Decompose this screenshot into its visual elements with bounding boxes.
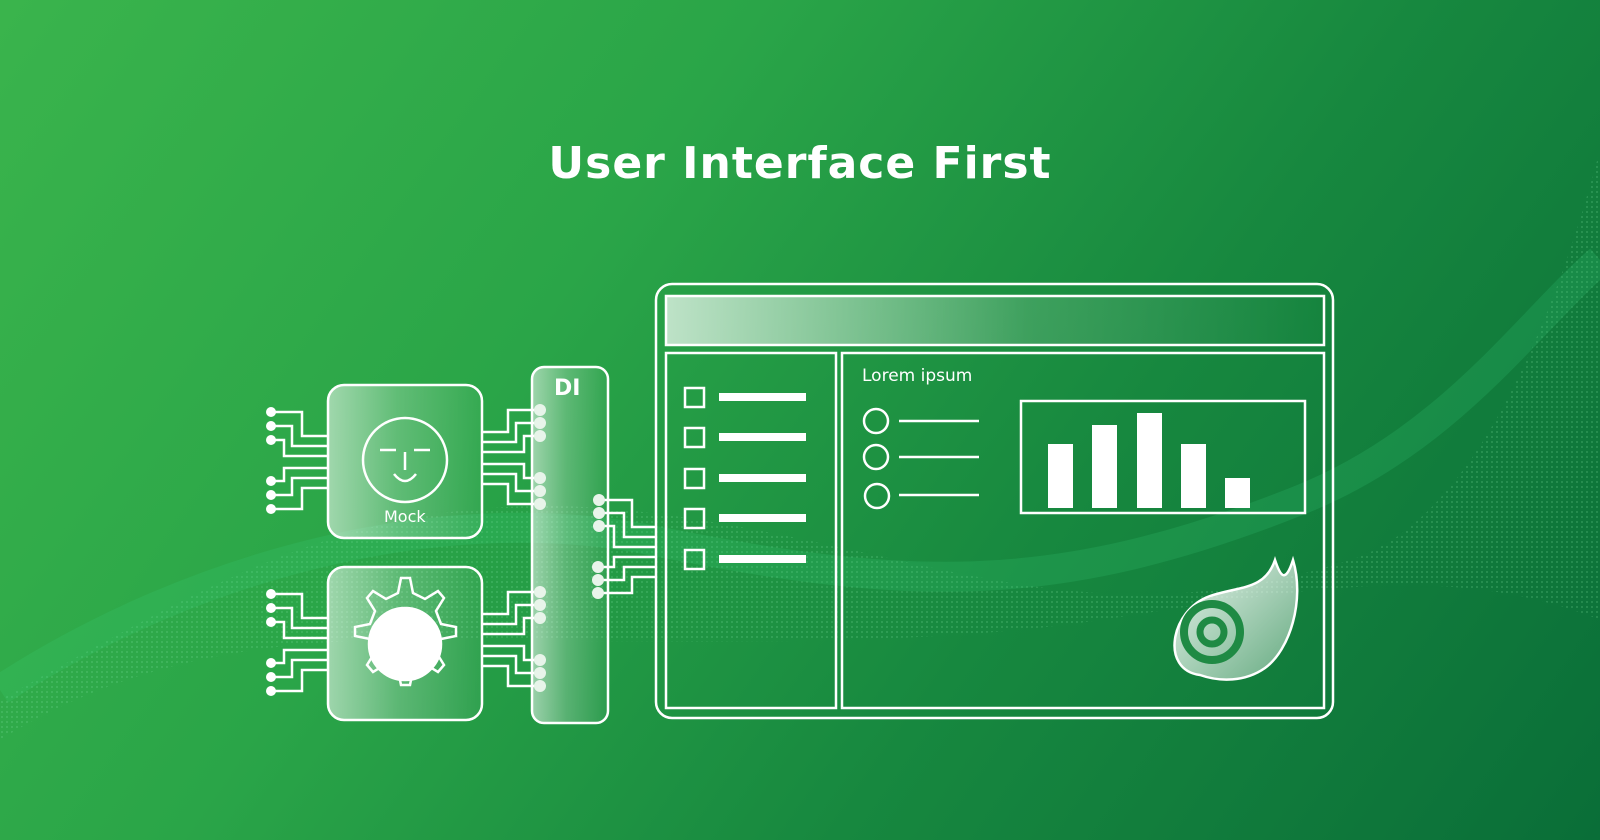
bar-4 (1181, 444, 1206, 508)
di-dots (534, 404, 605, 692)
chart-frame (1019, 399, 1307, 515)
bar-5 (1225, 478, 1250, 508)
content-heading: Lorem ipsum (862, 366, 973, 386)
window-title-bar (664, 294, 1326, 347)
window-content (840, 351, 1326, 710)
sidebar-checklist (683, 386, 806, 571)
page-title: User Interface First (548, 138, 1052, 189)
di-bar (530, 365, 610, 725)
connector-dots (266, 407, 276, 696)
bar-2 (1092, 425, 1117, 508)
service-input-connectors (272, 592, 328, 693)
di-label: DI (554, 376, 581, 401)
bar-1 (1048, 444, 1073, 508)
mock-input-connectors (272, 410, 328, 511)
gear-icon (353, 576, 458, 687)
smiley-face-icon (361, 416, 449, 504)
mock-di-connectors (482, 408, 540, 506)
blazor-at-flame-icon (1173, 555, 1299, 681)
bar-3 (1137, 413, 1162, 508)
radio-list (862, 407, 979, 510)
service-di-connectors (482, 590, 540, 688)
service-box (326, 565, 484, 722)
window-sidebar (664, 351, 838, 710)
mock-label: Mock (384, 507, 426, 526)
bar-chart (1048, 413, 1250, 508)
di-window-connectors (600, 498, 656, 595)
app-window (654, 282, 1335, 720)
mock-box (326, 383, 484, 540)
